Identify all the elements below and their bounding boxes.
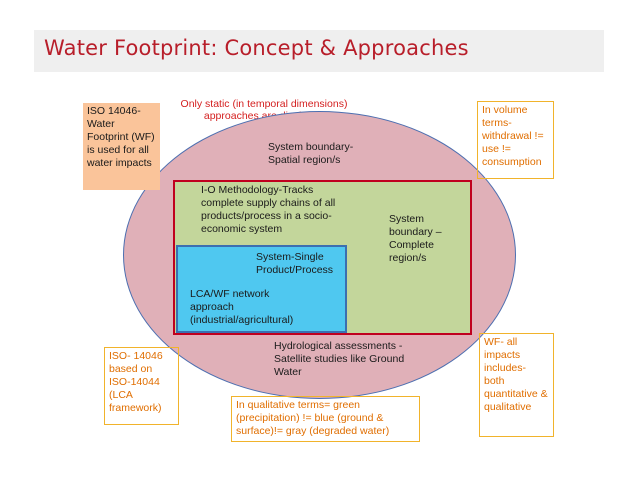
hydrological-label: Hydrological assessments - Satellite stu…: [274, 340, 405, 378]
title-bar: Water Footprint: Concept & Approaches: [34, 30, 604, 72]
callout-iso-wf: ISO 14046-Water Footprint (WF) is used f…: [83, 103, 160, 190]
callout-wf-all-impacts: WF- all impacts includes- both quantitat…: [479, 333, 554, 437]
single-product-box: [176, 245, 347, 333]
callout-volume-terms: In volume terms-withdrawal != use != con…: [477, 101, 554, 179]
lca-network-label: LCA/WF network approach (industrial/agri…: [190, 288, 294, 326]
slide-title: Water Footprint: Concept & Approaches: [44, 36, 469, 60]
single-product-label: System-Single Product/Process: [256, 251, 334, 276]
callout-qualitative-terms: In qualitative terms= green (precipitati…: [231, 396, 420, 442]
complete-region-label: System boundary – Complete region/s: [389, 213, 442, 264]
outer-region-label: System boundary- Spatial region/s: [268, 141, 354, 166]
callout-iso-lca: ISO- 14046 based on ISO-14044 (LCA frame…: [104, 347, 179, 425]
io-methodology-label: I-O Methodology-Tracks complete supply c…: [201, 184, 336, 235]
